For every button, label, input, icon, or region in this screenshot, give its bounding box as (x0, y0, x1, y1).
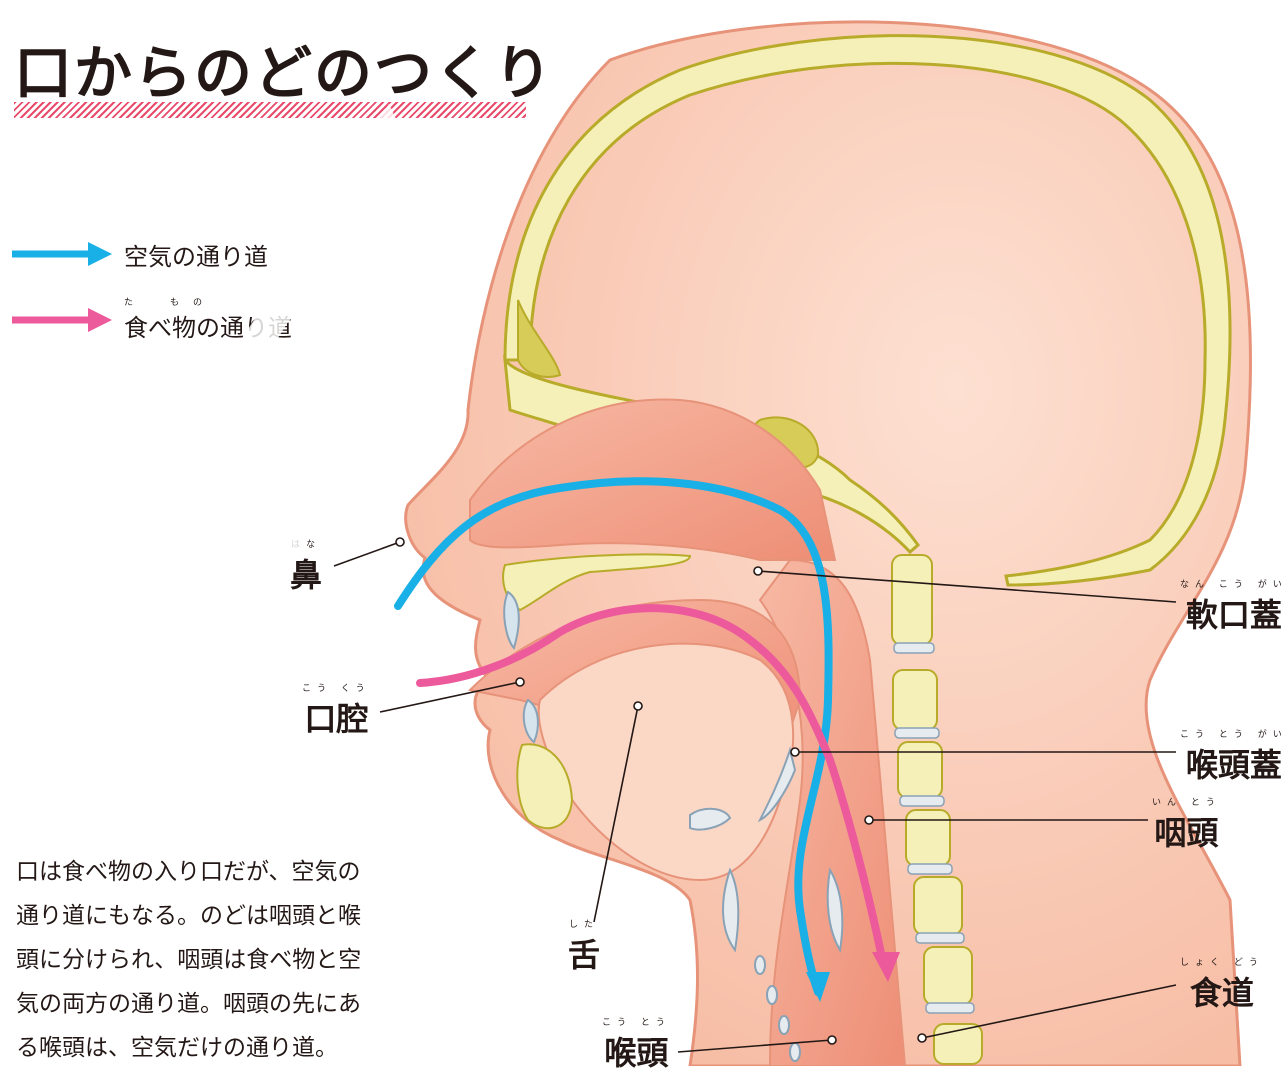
trachea-ring-4 (790, 1043, 800, 1061)
description-line: 口は食べ物の入り口だが、空気の (16, 850, 456, 894)
intervertebral-disc (895, 728, 939, 738)
description-line: る喉頭は、空気だけの通り道。 (16, 1026, 456, 1070)
trachea-ring-2 (767, 986, 777, 1004)
intervertebral-disc (916, 933, 964, 943)
vertebra (914, 877, 962, 935)
food-arrow-icon (12, 306, 112, 334)
tongue-point (634, 702, 642, 710)
label-soft-palate: なん こう がい 軟口蓋 (1180, 580, 1284, 636)
intervertebral-disc (926, 1003, 974, 1013)
trachea-ring-3 (779, 1016, 789, 1034)
trachea-ring-1 (755, 956, 765, 974)
label-epiglottis: こう とう がい 喉頭蓋 (1180, 730, 1284, 786)
nose-point (396, 538, 404, 546)
soft-palate-point (754, 567, 762, 575)
label-esophagus: しょく どう 食道 (1180, 958, 1264, 1014)
page-title: 口からのどのつくり (14, 26, 554, 110)
esophagus-point (918, 1034, 926, 1042)
description-line: 頭に分けられ、咽頭は食べ物と空 (16, 938, 456, 982)
vertebra (898, 742, 942, 798)
intervertebral-disc (900, 796, 944, 806)
larynx-point (828, 1036, 836, 1044)
air-arrow-icon (12, 240, 112, 268)
oral-cavity-point (516, 678, 524, 686)
label-tongue: した 舌 (568, 920, 600, 976)
pharynx-point (865, 816, 873, 824)
label-pharynx: いん とう 咽頭 (1152, 798, 1221, 854)
description-text: 口は食べ物の入り口だが、空気の 通り道にもなる。のどは咽頭と喉 頭に分けられ、咽… (16, 850, 456, 1070)
description-line: 通り道にもなる。のどは咽頭と喉 (16, 894, 456, 938)
legend-item-air: 空気の通り道 (12, 234, 268, 274)
label-oral-cavity: こう くう 口腔 (302, 684, 371, 740)
vertebra (893, 670, 937, 730)
intervertebral-disc (894, 643, 934, 653)
vertebra (924, 947, 972, 1005)
epiglottis-point (791, 748, 799, 756)
vertebra (906, 810, 950, 866)
vertebra (892, 555, 932, 645)
description-line: 気の両方の通り道。咽頭の先にあ (16, 982, 456, 1026)
title-underline (14, 102, 526, 118)
intervertebral-disc (908, 864, 952, 874)
